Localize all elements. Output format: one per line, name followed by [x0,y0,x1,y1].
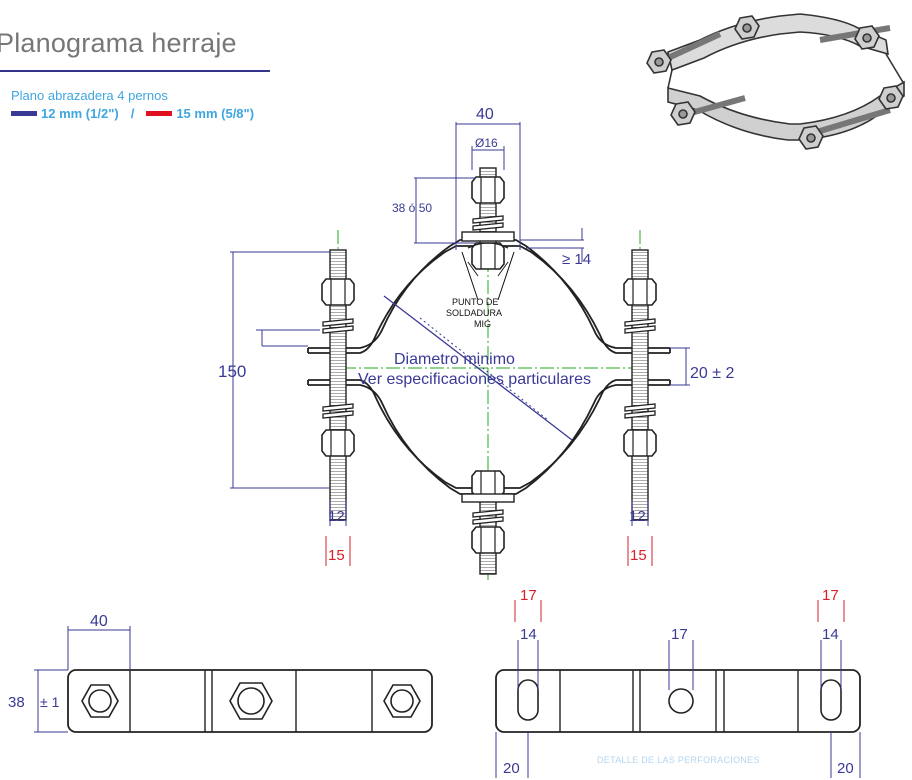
dim-center-hole-17: 17 [671,626,688,643]
dim-top-width: 40 [476,106,494,123]
slot-hole-left [517,679,539,721]
weld-note-line-1: PUNTO DE [452,297,498,307]
clamp-front-view [307,167,671,580]
weld-note-line-2: SOLDADURA [446,308,502,318]
dim-left-edge-20: 20 [503,760,520,777]
title-underline [0,70,270,72]
legend-label-12mm: 12 mm (1/2") [41,106,119,121]
legend-label-15mm: 15 mm (5/8") [176,106,255,121]
page-title: Planograma herraje [0,28,237,58]
dim-plate-tolerance: ± 1 [40,694,60,710]
dim-right-slot-14: 14 [822,626,839,643]
dim-plate-gap: 20 ± 2 [690,365,734,382]
dim-left-rod-15: 15 [328,547,345,564]
main-dimensions [230,122,690,526]
perforation-detail-view [495,669,861,733]
dim-height: 150 [218,362,246,381]
subtitle: Plano abrazadera 4 pernos [11,88,168,103]
dim-right-slot-17: 17 [822,587,839,604]
diameter-line [383,295,573,441]
legend-swatch-12mm [11,111,37,116]
perforation-detail-caption: DETALLE DE LAS PERFORACIONES [597,755,760,765]
slot-hole-right [820,679,842,721]
dim-rod-diameter: Ø16 [475,136,498,150]
dim-plate-width: 40 [90,613,108,630]
dim-right-rod-15: 15 [630,547,647,564]
plate-top-view [67,669,433,733]
legend-separator: / [130,106,135,121]
legend-swatch-15mm [146,111,173,116]
dim-left-slot-17: 17 [520,587,537,604]
diameter-note-line-2: Ver especificaciones particulares [358,371,591,388]
dim-nut-height: 38 ó 50 [392,201,432,215]
dim-left-slot-14: 14 [520,626,537,643]
dim-plate-height: 38 [8,694,25,711]
weld-note-line-3: MIG [474,319,491,329]
dim-right-rod-12: 12 [629,508,646,525]
clamp-3d-illustration [646,13,905,150]
dim-left-rod-12: 12 [328,508,345,525]
dim-gap: ≥ 14 [562,251,591,268]
dim-right-edge-20: 20 [837,760,854,777]
round-hole-center [668,688,694,714]
diameter-note-line-1: Diametro minimo [394,351,515,368]
legend: 12 mm (1/2") / 15 mm (5/8") [11,106,254,121]
